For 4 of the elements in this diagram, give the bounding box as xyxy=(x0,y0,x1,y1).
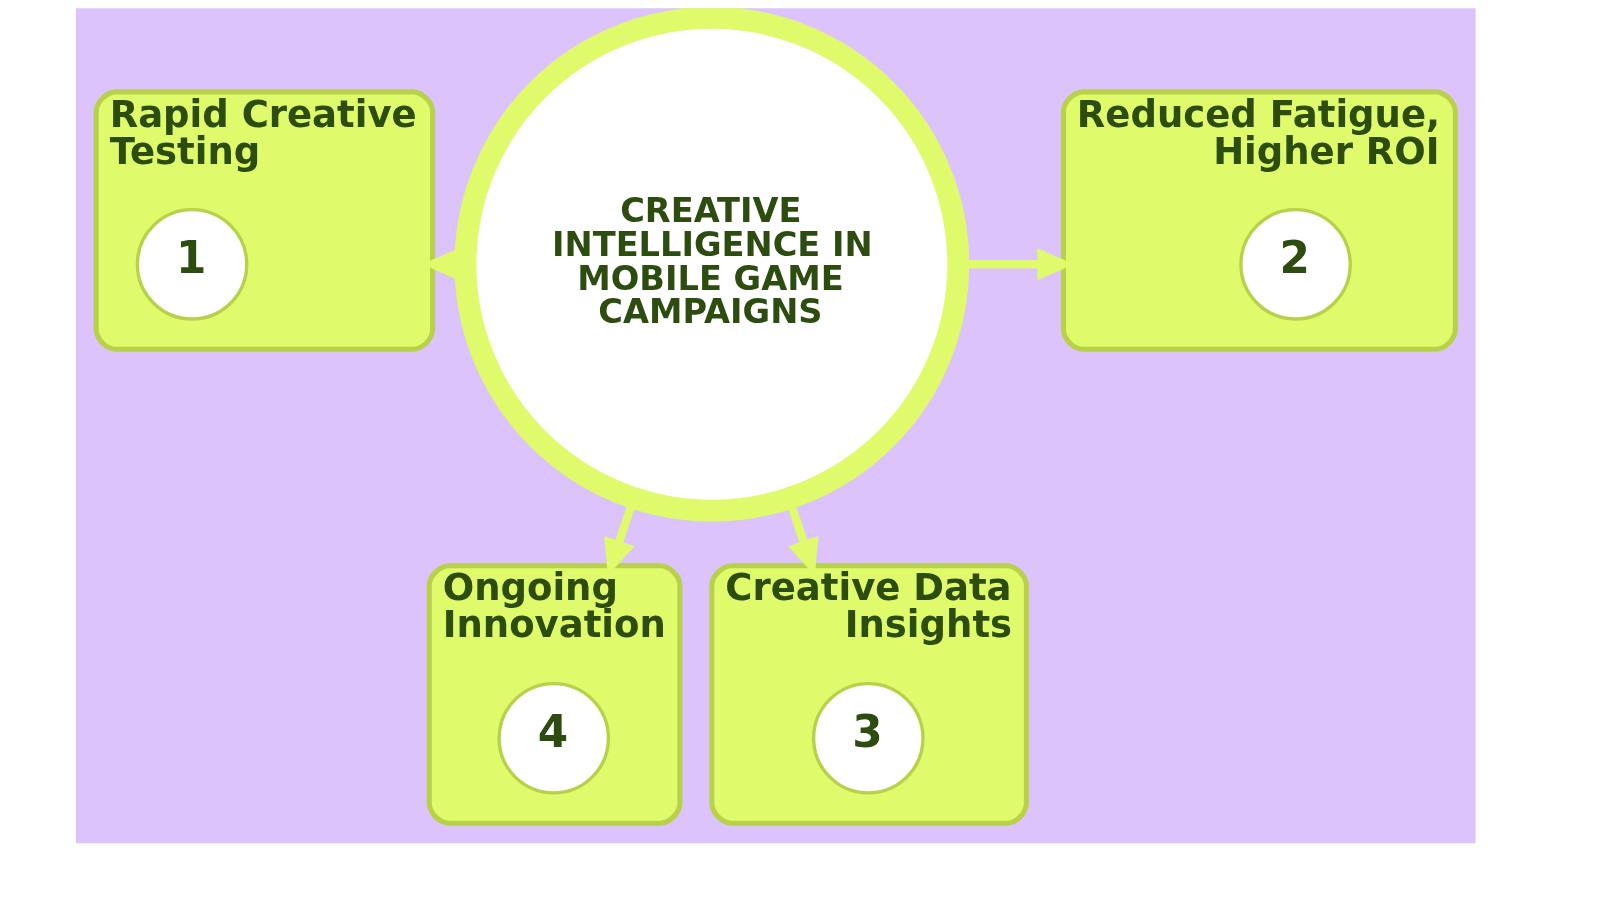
node-circle: 3 xyxy=(811,681,925,795)
node-circle: 4 xyxy=(497,681,611,795)
node-circle: 1 xyxy=(135,207,249,321)
node-circle: 2 xyxy=(1239,207,1352,321)
